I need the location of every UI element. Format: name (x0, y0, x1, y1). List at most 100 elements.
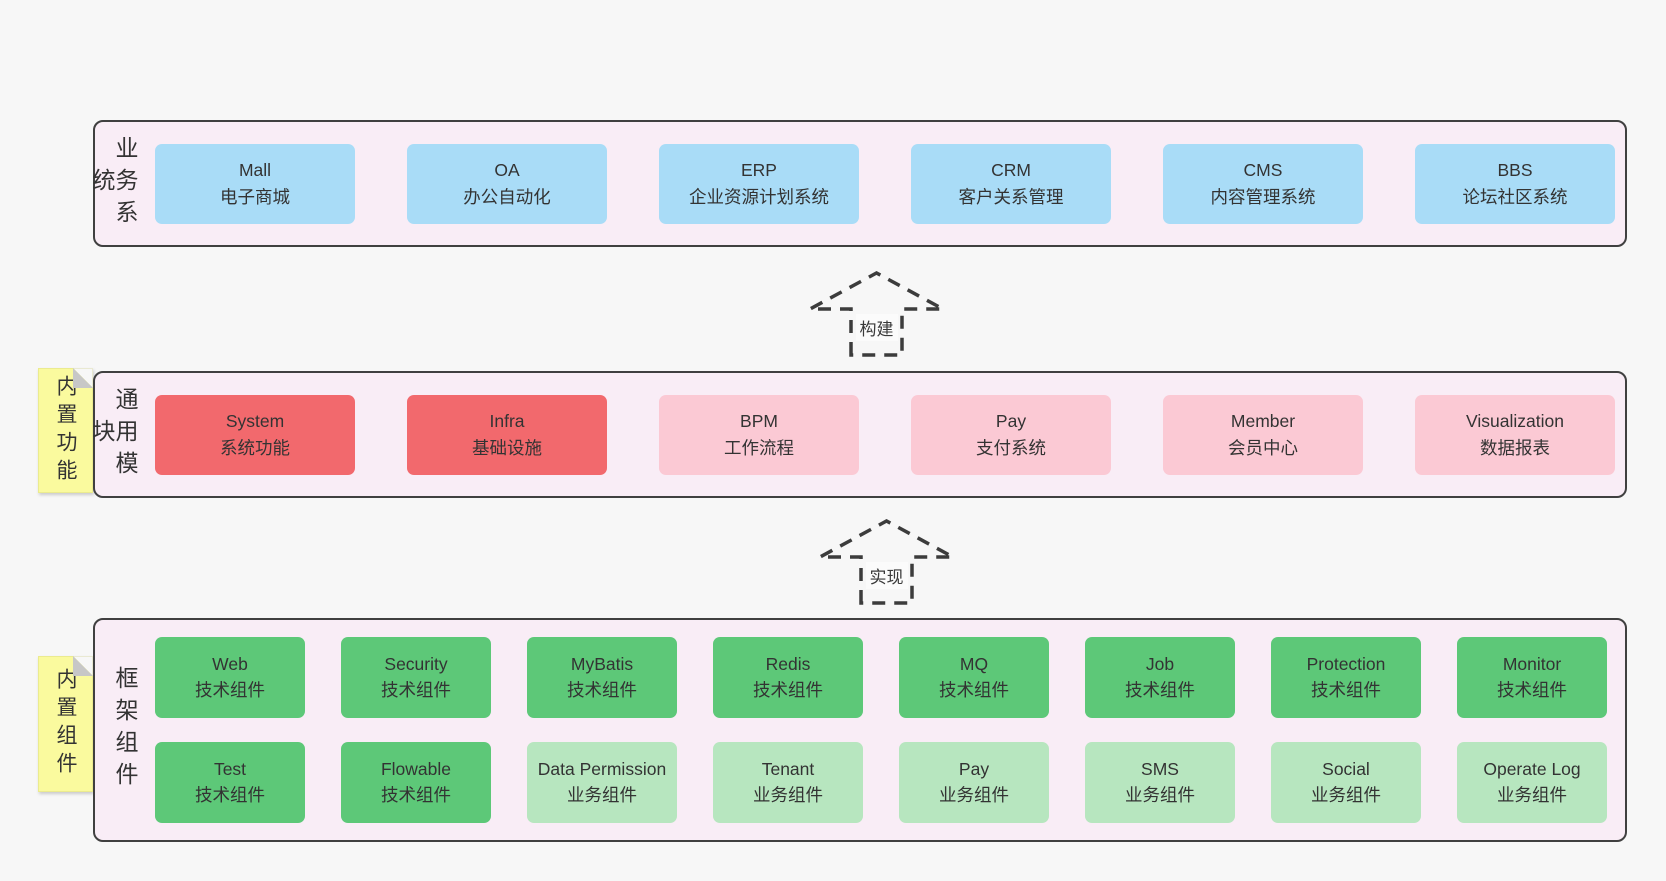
box-desc: 技术组件 (567, 679, 637, 700)
sticky-note-builtin-components: 内置组件 (38, 656, 93, 792)
section-label-business: 业务系统 (89, 135, 138, 232)
dashed-up-arrow-icon (819, 519, 954, 605)
box-infra: Infra 基础设施 (407, 394, 607, 475)
box-cms: CMS 内容管理系统 (1163, 143, 1363, 224)
box-monitor: Monitor 技术组件 (1457, 637, 1607, 718)
box-desc: 技术组件 (195, 784, 265, 805)
box-name: Tenant (761, 759, 815, 780)
business-systems-section: 业务系统 Mall 电子商城 OA 办公自动化 ERP 企业资源计划系统 CRM… (89, 120, 1627, 247)
box-name: Member (1230, 411, 1296, 432)
box-name: Operate Log (1483, 759, 1581, 780)
box-pay-module: Pay 支付系统 (911, 394, 1111, 475)
box-data-permission: Data Permission 业务组件 (527, 742, 677, 823)
box-protection: Protection 技术组件 (1271, 637, 1421, 718)
box-desc: 技术组件 (753, 679, 823, 700)
implement-arrow-label: 实现 (865, 562, 908, 589)
box-desc: 业务组件 (1125, 784, 1195, 805)
box-mybatis: MyBatis 技术组件 (527, 637, 677, 718)
box-desc: 业务组件 (1497, 784, 1567, 805)
box-desc: 内容管理系统 (1210, 186, 1316, 207)
box-redis: Redis 技术组件 (713, 637, 863, 718)
components-grid: Web 技术组件 Security 技术组件 MyBatis 技术组件 Redi… (155, 637, 1607, 823)
box-name: Protection (1306, 654, 1386, 675)
box-test: Test 技术组件 (155, 742, 305, 823)
box-name: Security (384, 654, 448, 675)
box-name: CMS (1243, 160, 1283, 181)
dashed-up-arrow-icon (809, 271, 944, 357)
components-row-1: Web 技术组件 Security 技术组件 MyBatis 技术组件 Redi… (155, 637, 1607, 718)
box-desc: 技术组件 (1311, 679, 1381, 700)
box-name: Web (212, 654, 248, 675)
box-name: Infra (489, 411, 525, 432)
box-desc: 业务组件 (567, 784, 637, 805)
box-desc: 数据报表 (1480, 437, 1550, 458)
box-name: BPM (740, 411, 778, 432)
box-name: MQ (959, 654, 989, 675)
common-modules-section: 通用模块 System 系统功能 Infra 基础设施 BPM 工作流程 Pay… (89, 371, 1627, 498)
box-name: ERP (741, 160, 777, 181)
box-desc: 会员中心 (1228, 437, 1298, 458)
folded-corner-icon (73, 656, 93, 676)
box-desc: 基础设施 (472, 437, 542, 458)
box-operate-log: Operate Log 业务组件 (1457, 742, 1607, 823)
box-name: OA (494, 160, 520, 181)
box-job: Job 技术组件 (1085, 637, 1235, 718)
box-mq: MQ 技术组件 (899, 637, 1049, 718)
box-name: Data Permission (537, 759, 667, 780)
build-arrow: 构建 (808, 270, 945, 358)
section-label-components: 框架组件 (112, 666, 138, 794)
box-visualization: Visualization 数据报表 (1415, 394, 1615, 475)
box-desc: 客户关系管理 (958, 186, 1064, 207)
sticky-note-builtin-functions: 内置功能 (38, 368, 93, 493)
box-pay-component: Pay 业务组件 (899, 742, 1049, 823)
box-bbs: BBS 论坛社区系统 (1415, 143, 1615, 224)
section-label-modules: 通用模块 (89, 386, 138, 483)
box-name: Visualization (1466, 411, 1564, 432)
box-desc: 技术组件 (939, 679, 1009, 700)
box-name: Test (213, 759, 247, 780)
box-desc: 电子商城 (220, 186, 290, 207)
box-name: SMS (1141, 759, 1179, 780)
box-desc: 支付系统 (976, 437, 1046, 458)
build-arrow-label: 构建 (855, 314, 898, 341)
box-erp: ERP 企业资源计划系统 (659, 143, 859, 224)
box-desc: 业务组件 (1311, 784, 1381, 805)
box-bpm: BPM 工作流程 (659, 394, 859, 475)
implement-arrow: 实现 (818, 518, 955, 606)
box-desc: 办公自动化 (463, 186, 551, 207)
box-tenant: Tenant 业务组件 (713, 742, 863, 823)
box-sms: SMS 业务组件 (1085, 742, 1235, 823)
box-desc: 工作流程 (724, 437, 794, 458)
box-social: Social 业务组件 (1271, 742, 1421, 823)
box-desc: 技术组件 (1125, 679, 1195, 700)
box-security: Security 技术组件 (341, 637, 491, 718)
box-desc: 业务组件 (753, 784, 823, 805)
business-boxes-row: Mall 电子商城 OA 办公自动化 ERP 企业资源计划系统 CRM 客户关系… (155, 143, 1615, 224)
components-row-2: Test 技术组件 Flowable 技术组件 Data Permission … (155, 742, 1607, 823)
box-name: Pay (995, 411, 1027, 432)
box-name: Redis (765, 654, 811, 675)
box-name: Flowable (380, 759, 452, 780)
box-name: CRM (991, 160, 1031, 181)
modules-boxes-row: System 系统功能 Infra 基础设施 BPM 工作流程 Pay 支付系统… (155, 394, 1615, 475)
box-member: Member 会员中心 (1163, 394, 1363, 475)
box-system: System 系统功能 (155, 394, 355, 475)
box-desc: 企业资源计划系统 (689, 186, 829, 207)
box-name: BBS (1497, 160, 1533, 181)
box-desc: 技术组件 (1497, 679, 1567, 700)
box-desc: 技术组件 (195, 679, 265, 700)
sticky-note-text: 内置组件 (54, 668, 77, 780)
framework-components-section: 框架组件 Web 技术组件 Security 技术组件 MyBatis 技术组件… (93, 618, 1627, 842)
box-crm: CRM 客户关系管理 (911, 143, 1111, 224)
box-desc: 系统功能 (220, 437, 290, 458)
box-flowable: Flowable 技术组件 (341, 742, 491, 823)
folded-corner-icon (73, 368, 93, 388)
box-name: Social (1322, 759, 1370, 780)
box-web: Web 技术组件 (155, 637, 305, 718)
box-desc: 技术组件 (381, 784, 451, 805)
box-name: Pay (958, 759, 990, 780)
box-desc: 论坛社区系统 (1462, 186, 1568, 207)
box-name: System (225, 411, 285, 432)
box-name: Mall (238, 160, 272, 181)
